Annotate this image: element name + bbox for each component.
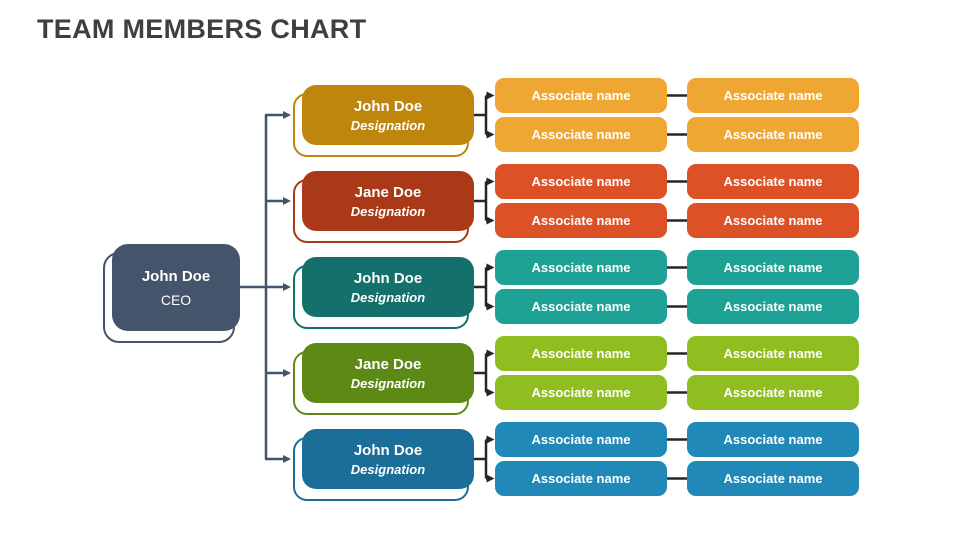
associate-box: Associate name [495,164,667,199]
page-title: TEAM MEMBERS CHART [37,14,367,44]
associate-box: Associate name [687,289,859,324]
manager-to-associates-connectors [474,91,687,483]
manager-name: John Doe [353,97,423,115]
associate-box: Associate name [687,164,859,199]
team-branch-5: John Doe Designation Associate name Asso… [0,421,960,501]
associate-box: Associate name [687,203,859,238]
manager-name: Jane Doe [354,183,422,201]
associate-box: Associate name [495,117,667,152]
team-branch-3: John Doe Designation Associate name Asso… [0,249,960,329]
associate-box: Associate name [495,250,667,285]
manager-designation: Designation [350,203,426,219]
associate-box: Associate name [495,203,667,238]
associate-box: Associate name [495,375,667,410]
associate-box: Associate name [687,375,859,410]
manager-designation: Designation [350,461,426,477]
manager-name: John Doe [353,441,423,459]
ceo-to-managers-connectors [240,111,291,463]
manager-box: Jane Doe Designation [302,171,474,231]
manager-box: John Doe Designation [302,85,474,145]
associate-box: Associate name [495,78,667,113]
manager-designation: Designation [350,117,426,133]
team-branch-2: Jane Doe Designation Associate name Asso… [0,163,960,243]
associate-box: Associate name [495,289,667,324]
associate-box: Associate name [495,461,667,496]
associate-box: Associate name [687,250,859,285]
associate-box: Associate name [687,78,859,113]
ceo-role: CEO [160,291,192,308]
manager-box: John Doe Designation [302,429,474,489]
ceo-box: John Doe CEO [112,244,240,331]
manager-name: John Doe [353,269,423,287]
manager-designation: Designation [350,375,426,391]
associate-box: Associate name [495,422,667,457]
associate-box: Associate name [687,117,859,152]
associate-box: Associate name [687,422,859,457]
manager-designation: Designation [350,289,426,305]
manager-box: John Doe Designation [302,257,474,317]
manager-box: Jane Doe Designation [302,343,474,403]
team-branch-4: Jane Doe Designation Associate name Asso… [0,335,960,415]
manager-name: Jane Doe [354,355,422,373]
team-branch-1: John Doe Designation Associate name Asso… [0,77,960,157]
ceo-name: John Doe [141,267,211,285]
associate-box: Associate name [687,461,859,496]
associate-box: Associate name [687,336,859,371]
associate-box: Associate name [495,336,667,371]
